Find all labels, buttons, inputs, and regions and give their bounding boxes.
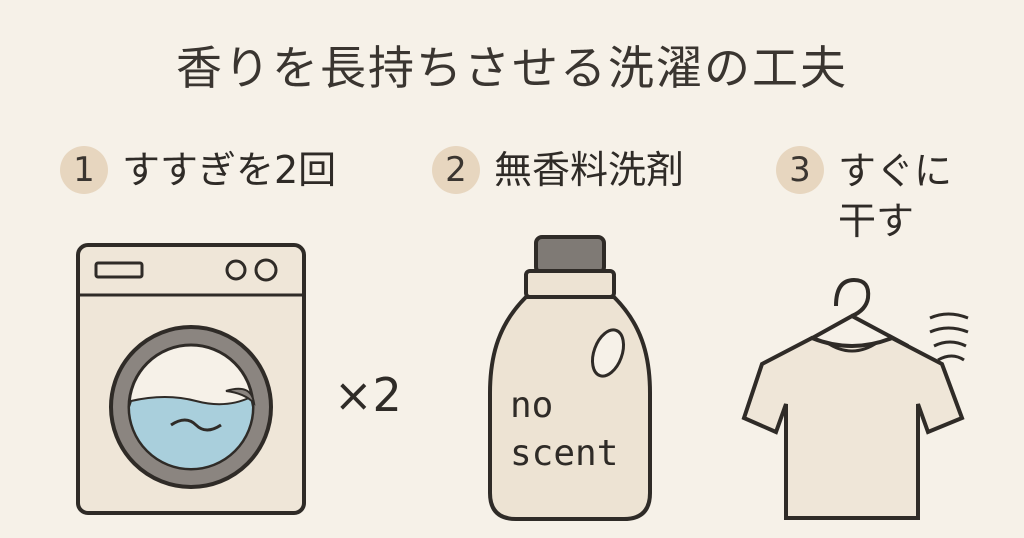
page-title: 香りを長持ちさせる洗濯の工夫 bbox=[176, 41, 848, 95]
detergent-bottle-icon bbox=[488, 235, 652, 521]
step-2: 2 無香料洗剤 bbox=[432, 146, 684, 194]
breeze-lines-icon bbox=[929, 312, 969, 362]
step-2-label: 無香料洗剤 bbox=[494, 148, 685, 192]
step-2-number-badge: 2 bbox=[432, 146, 480, 194]
step-1-label: すすぎを2回 bbox=[122, 148, 337, 192]
step-3: 3 すぐに干す bbox=[776, 146, 978, 246]
step-1: 1 すすぎを2回 bbox=[60, 146, 336, 194]
washing-machine-icon bbox=[76, 243, 306, 515]
rinse-multiplier: ×2 bbox=[334, 368, 402, 422]
shirt-on-hanger-icon bbox=[741, 277, 965, 520]
step-1-number-badge: 1 bbox=[60, 146, 108, 194]
bottle-label: no scent bbox=[510, 385, 619, 474]
step-3-label: すぐに干す bbox=[838, 149, 953, 243]
step-3-number-badge: 3 bbox=[776, 146, 824, 194]
